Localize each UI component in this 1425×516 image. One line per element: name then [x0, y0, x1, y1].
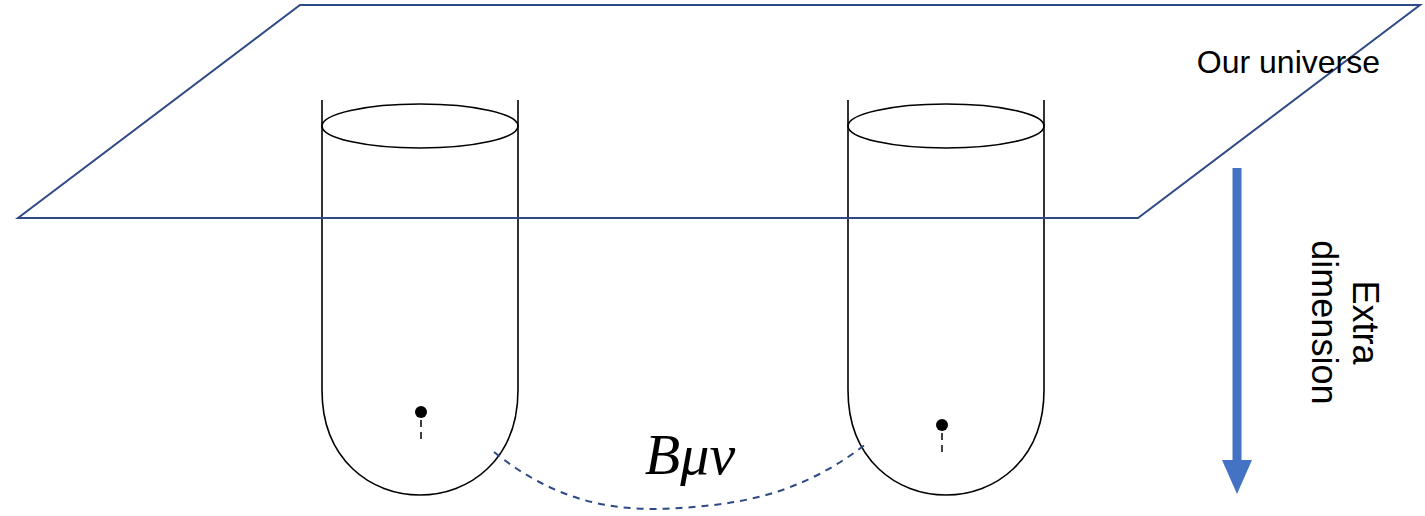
brane-dot	[936, 419, 948, 431]
dashed-tick	[420, 420, 422, 444]
throat-rim	[322, 104, 518, 148]
universe-plane: Our universe	[14, 2, 1424, 222]
axis-label: Extra dimension	[1304, 222, 1387, 422]
throat-rim	[848, 104, 1044, 148]
arrow-head	[1222, 460, 1252, 494]
plane-label: Our universe	[1197, 44, 1380, 81]
brane-dot	[415, 406, 427, 418]
field-symbol: Bμν	[645, 422, 735, 489]
dashed-tick	[941, 433, 943, 457]
arrow-shaft	[1233, 168, 1242, 462]
plane-outline	[14, 2, 1424, 222]
throat-tube	[848, 100, 1044, 495]
throat-tube	[322, 100, 518, 495]
